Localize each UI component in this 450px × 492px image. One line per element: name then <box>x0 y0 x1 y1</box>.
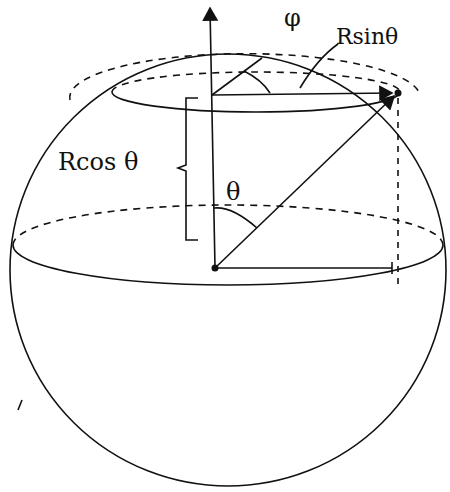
angle-label: θ <box>226 180 240 204</box>
radius-vector <box>215 96 394 268</box>
phi-arc <box>244 71 270 93</box>
cap-back <box>70 54 420 100</box>
leader-line <box>300 44 338 88</box>
sphere-outline <box>10 54 446 486</box>
projection-line <box>397 98 399 290</box>
stray-mark <box>18 400 22 410</box>
length-label: Rsinθ <box>336 26 398 48</box>
equator-front <box>13 245 443 285</box>
latitude-radius <box>212 93 392 95</box>
z-axis <box>210 8 215 268</box>
tick-mark <box>391 262 393 274</box>
latitude-front <box>112 92 400 112</box>
theta-arc <box>214 208 257 228</box>
angle-label: φ <box>284 6 301 30</box>
point-dot <box>395 90 402 97</box>
projection-line <box>215 267 392 269</box>
length-label: Rcos θ <box>58 150 138 174</box>
equator-back <box>13 205 443 245</box>
bracket <box>178 98 198 240</box>
origin-dot <box>212 265 219 272</box>
latitude-back <box>112 72 400 92</box>
